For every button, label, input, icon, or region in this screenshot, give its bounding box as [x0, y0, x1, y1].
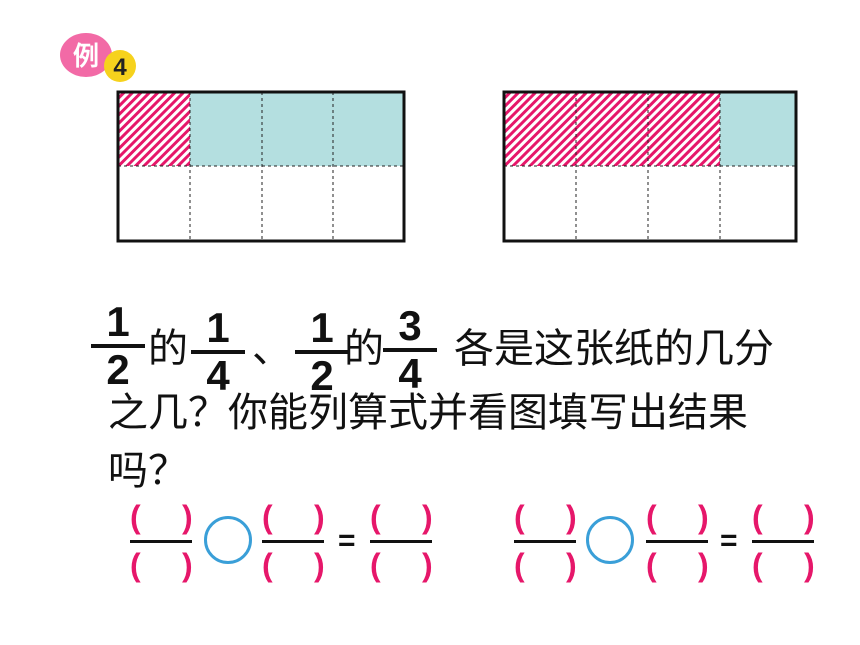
- paper-diagram-right: [502, 90, 798, 243]
- hatched-cell: [118, 92, 190, 166]
- example-badge: 例 4: [60, 33, 136, 82]
- answer-blank-1[interactable]: ( ) ( ): [130, 499, 193, 583]
- numerator: 3: [398, 302, 422, 349]
- question-tail: 各是这张纸的几分: [454, 326, 774, 372]
- badge-number-circle: [104, 50, 136, 82]
- fraction-one-quarter: 1 4: [188, 306, 248, 398]
- fraction-bar: [383, 348, 437, 352]
- question-line-3: 吗？: [108, 448, 188, 494]
- fraction-bar: [646, 540, 708, 543]
- fraction-bar: [514, 540, 576, 543]
- fraction-bar: [370, 540, 432, 543]
- paper-outline: [116, 90, 406, 243]
- badge-label: 例: [73, 42, 99, 72]
- numerator: 1: [206, 304, 230, 351]
- numerator: 1: [310, 304, 334, 351]
- fraction-bar: [91, 344, 145, 348]
- badge-bubble: [60, 33, 112, 77]
- fraction-one-half-a: 1 2: [88, 300, 148, 392]
- word-de-2: 的: [344, 326, 384, 372]
- fraction-bar: [130, 540, 192, 543]
- answer-blank-5[interactable]: ( ) ( ): [646, 499, 709, 583]
- equals-sign-2: =: [720, 524, 738, 557]
- answer-blank-2[interactable]: ( ) ( ): [262, 499, 325, 583]
- answer-blank-3[interactable]: ( ) ( ): [370, 499, 433, 583]
- paper-outline: [502, 90, 798, 243]
- question-line-2: 之几？你能列算式并看图填写出结果: [108, 390, 748, 436]
- fraction-three-quarters: 3 4: [380, 304, 440, 396]
- denominator: 4: [206, 352, 230, 399]
- separator: 、: [252, 326, 292, 372]
- denominator: 4: [398, 350, 422, 397]
- answer-blank-4[interactable]: ( ) ( ): [514, 499, 577, 583]
- fraction-bar: [262, 540, 324, 543]
- operator-circle-1[interactable]: [204, 516, 252, 564]
- fraction-bar: [191, 350, 245, 354]
- denominator: 2: [310, 352, 334, 399]
- operator-circle-2[interactable]: [586, 516, 634, 564]
- fraction-one-half-b: 1 2: [292, 306, 352, 398]
- paper-diagram-left: [116, 90, 406, 243]
- badge-number: 4: [113, 54, 127, 81]
- answer-blank-6[interactable]: ( ) ( ): [752, 499, 815, 583]
- numerator: 1: [106, 298, 130, 345]
- fraction-bar: [295, 350, 349, 354]
- word-de-1: 的: [148, 326, 188, 372]
- equals-sign-1: =: [338, 524, 356, 557]
- hatched-cells: [504, 92, 720, 166]
- fraction-bar: [752, 540, 814, 543]
- denominator: 2: [106, 346, 130, 393]
